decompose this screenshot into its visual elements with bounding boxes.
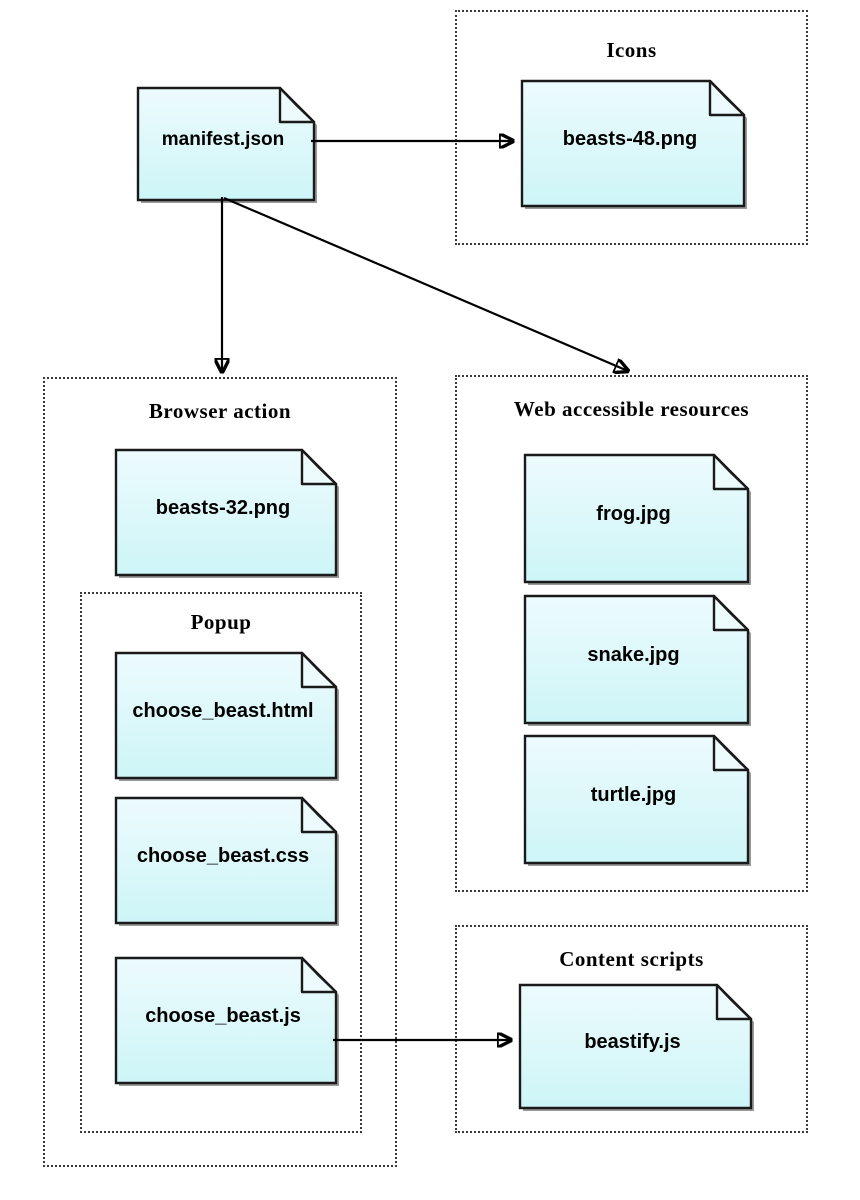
group-browser-action: Browser action <box>43 377 397 1167</box>
file-card-choose-beast-html[interactable]: choose_beast.html <box>113 650 339 781</box>
file-card-beastify[interactable]: beastify.js <box>517 982 754 1111</box>
group-content-scripts: Content scripts <box>455 925 808 1133</box>
file-card-beasts48[interactable]: beasts-48.png <box>519 78 747 209</box>
file-card-turtle[interactable]: turtle.jpg <box>522 733 751 866</box>
file-card-beasts32[interactable]: beasts-32.png <box>113 447 339 578</box>
file-card-snake[interactable]: snake.jpg <box>522 593 751 726</box>
group-title-web-accessible-resources: Web accessible resources <box>513 397 750 421</box>
file-card-frog[interactable]: frog.jpg <box>522 452 751 585</box>
group-title-content-scripts: Content scripts <box>559 947 704 971</box>
file-card-choose-beast-js[interactable]: choose_beast.js <box>113 955 339 1086</box>
file-card-choose-beast-css[interactable]: choose_beast.css <box>113 795 339 926</box>
group-title-popup: Popup <box>190 610 252 634</box>
group-title-browser-action: Browser action <box>148 399 292 423</box>
file-card-manifest[interactable]: manifest.json <box>135 85 317 203</box>
group-web-accessible-resources: Web accessible resources <box>455 375 808 892</box>
group-popup: Popup <box>80 592 362 1133</box>
group-icons: Icons <box>455 10 808 245</box>
group-title-icons: Icons <box>606 38 657 62</box>
